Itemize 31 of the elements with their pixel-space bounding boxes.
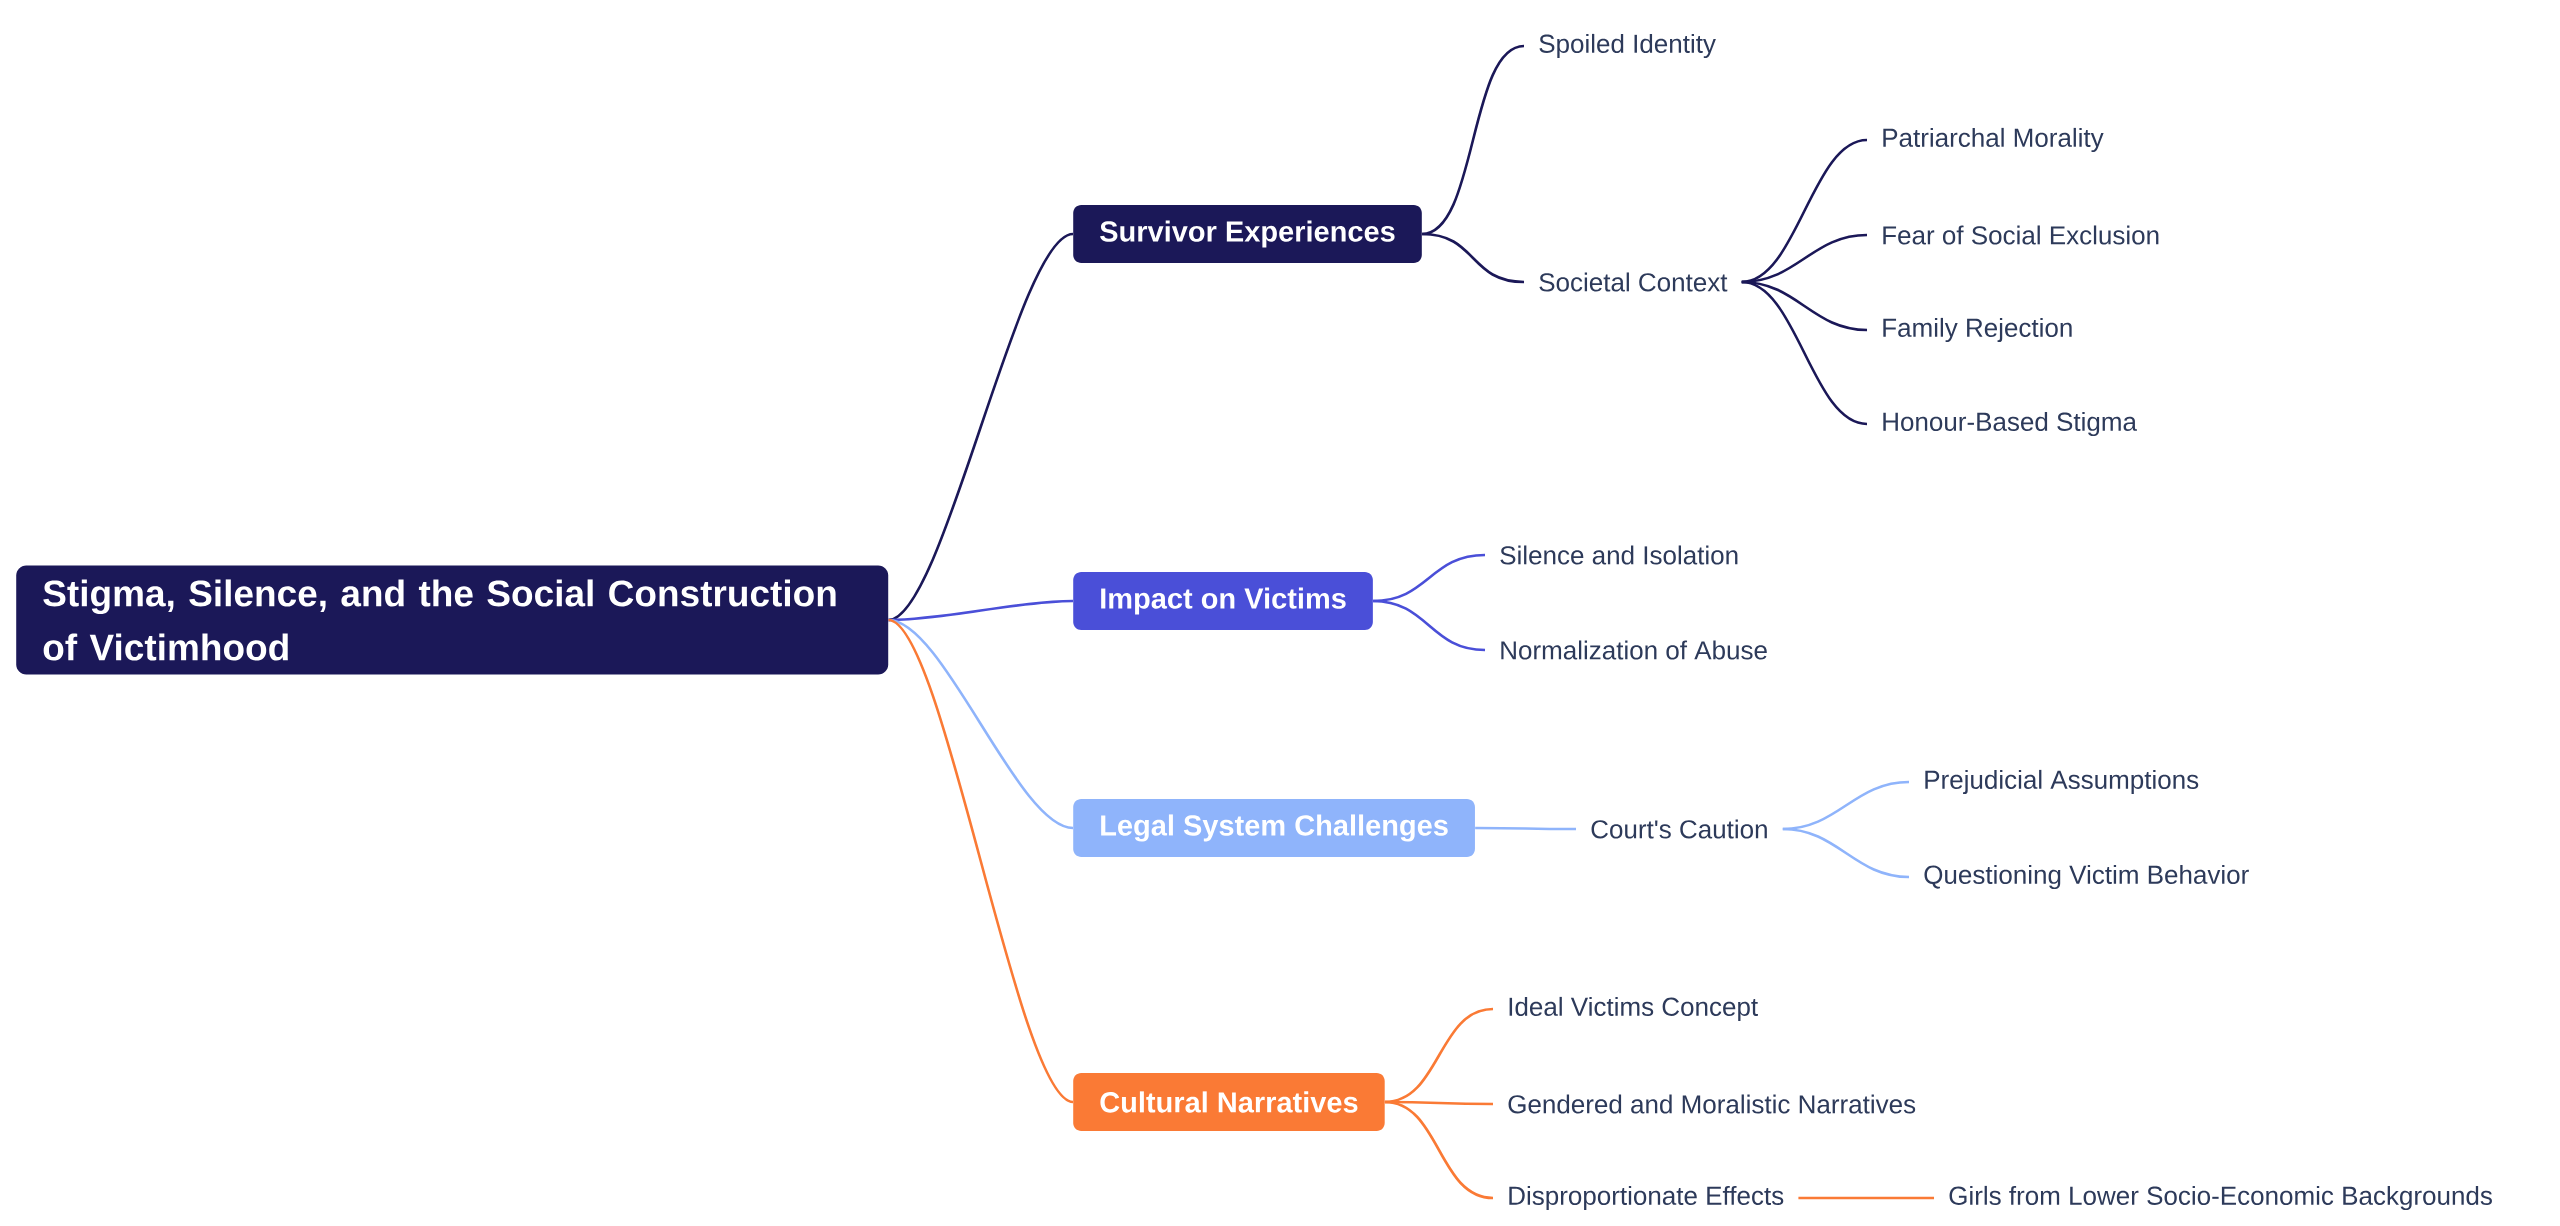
topic-text: Societal Context	[1539, 272, 1728, 292]
topic-text: Disproportionate Effects	[1509, 1185, 1784, 1211]
connector-line	[1782, 827, 1910, 879]
connector-line	[1384, 1100, 1494, 1200]
topic-text: Court's Caution	[1591, 819, 1767, 839]
topic-text: Fear of Social Exclusion	[1883, 225, 2159, 245]
topic-text: Ideal Victims Concept	[1509, 996, 1758, 1022]
connector-line	[1798, 1196, 1934, 1200]
connector-line	[1741, 138, 1868, 284]
root-box: Stigma, Silence, and the Social Construction of Victimhood	[16, 565, 889, 675]
topic-text: Girls from Lower Socio-Economic Backgrounds	[1949, 1185, 2492, 1211]
topic-text: Silence and Isolation	[1500, 545, 1738, 565]
connector-line	[1421, 44, 1525, 236]
connector-line	[1475, 826, 1576, 831]
topic-text: Questioning Victim Behavior	[1924, 864, 2249, 890]
topic-text: Family Rejection	[1883, 317, 2072, 343]
topic-box: Cultural Narratives	[1073, 1073, 1385, 1131]
topic-box: Survivor Experiences	[1073, 205, 1422, 263]
connector-line	[887, 232, 1074, 622]
connector-line	[1741, 280, 1868, 426]
connector-line	[1421, 232, 1525, 284]
topic-text: Gendered and Moralistic Narratives	[1508, 1094, 1916, 1114]
topic-text: Prejudicial Assumptions	[1925, 769, 2199, 795]
topic-text: Honour-Based Stigma	[1883, 411, 2137, 437]
topic-text: Spoiled Identity	[1539, 33, 1716, 59]
connector-line	[887, 618, 1074, 1104]
topic-box: Impact on Victims	[1073, 572, 1373, 630]
topic-text: Normalization of Abuse	[1501, 640, 1767, 660]
connector-line	[1372, 599, 1486, 652]
topic-box: Legal System Challenges	[1073, 799, 1475, 857]
topic-text: Patriarchal Morality	[1883, 127, 2104, 153]
